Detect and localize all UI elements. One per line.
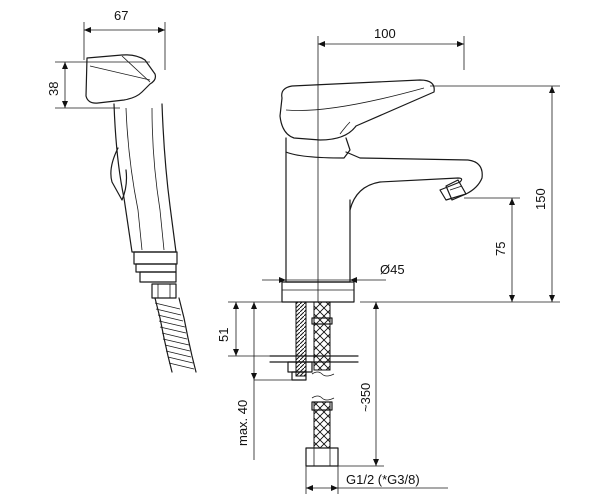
dim-max-deck: max. 40 <box>235 400 250 446</box>
dim-hose-length: ~350 <box>358 383 373 412</box>
supply-hose-lower <box>313 401 331 449</box>
dimension-hose-350: ~350 <box>338 302 384 467</box>
dimension-height-38: 38 <box>46 61 150 109</box>
dim-faucet-reach: 100 <box>374 26 396 41</box>
faucet-spout <box>345 151 483 211</box>
dimension-height-75: 75 <box>464 197 520 302</box>
dimension-reach-100: 100 <box>317 26 465 302</box>
sprayer-body <box>113 103 177 253</box>
dim-body-diameter: Ø45 <box>380 262 405 277</box>
connection-nut <box>305 447 339 467</box>
hand-sprayer: 67 38 <box>46 8 197 373</box>
faucet-lever <box>279 79 435 141</box>
dimension-height-150: 150 <box>360 85 560 303</box>
sprayer-head <box>85 54 157 104</box>
dim-shank-length: 51 <box>216 328 231 342</box>
dimension-deck-max-40: max. 40 <box>235 302 292 460</box>
dim-sprayer-head-height: 38 <box>46 82 61 96</box>
dim-spout-height: 75 <box>493 242 508 256</box>
sprayer-hose <box>154 297 197 373</box>
supply-hose-upper <box>313 301 331 371</box>
connection-thread-label: G1/2 (*G3/8) <box>346 472 420 487</box>
sprayer-trigger <box>110 147 128 201</box>
connection-label-group: G1/2 (*G3/8) <box>305 466 448 494</box>
dimension-shank-51: 51 <box>216 301 296 357</box>
dim-faucet-height: 150 <box>533 188 548 210</box>
dimension-width-67: 67 <box>83 8 166 70</box>
dim-sprayer-width: 67 <box>114 8 128 23</box>
dimension-diameter-45: Ø45 <box>262 262 405 283</box>
